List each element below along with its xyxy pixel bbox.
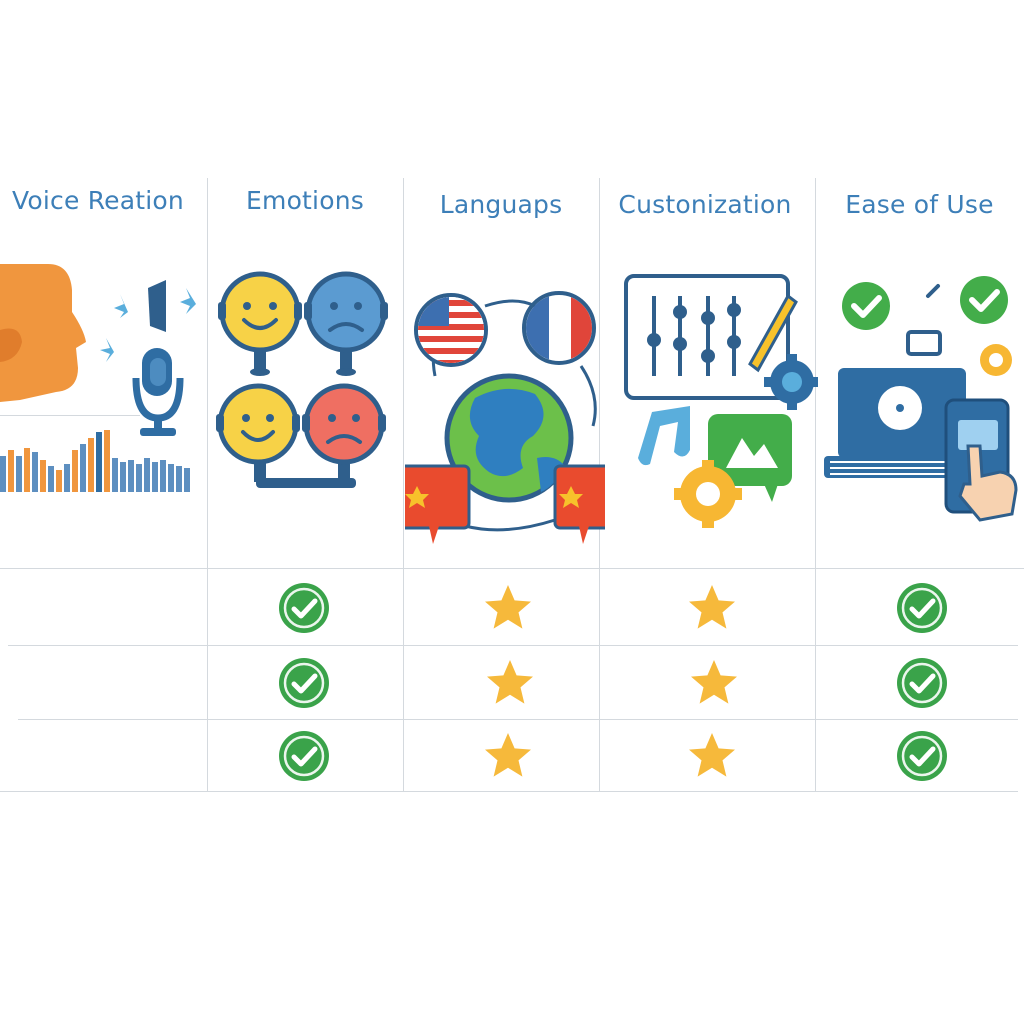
star-icon (482, 582, 534, 634)
globe-icon (444, 373, 574, 503)
pencil-icon (748, 293, 798, 373)
check-icon (842, 282, 890, 330)
star-icon (482, 730, 534, 782)
column-divider (815, 178, 816, 792)
check-icon (896, 730, 948, 782)
france-flag-icon (522, 291, 596, 365)
gear-icon (764, 354, 818, 410)
gear-icon (674, 460, 742, 528)
sparkle-icon (100, 288, 196, 362)
happy-face-icon (216, 383, 300, 482)
star-icon (484, 657, 536, 709)
happy-face-icon (218, 271, 302, 376)
star-icon (686, 730, 738, 782)
slider-controls-icon (647, 296, 741, 376)
sad-face-icon (302, 383, 386, 482)
customization-sliders-illustration (604, 272, 818, 532)
column-divider (403, 178, 404, 792)
row-divider (0, 791, 1018, 792)
column-divider (207, 178, 208, 792)
ease-of-use-device-illustration (820, 270, 1024, 530)
star-icon (686, 582, 738, 634)
audio-waveform-icon (0, 430, 190, 492)
gear-icon (980, 344, 1012, 376)
column-header-languages: Languaps (439, 189, 563, 219)
check-icon (960, 276, 1008, 324)
star-icon (688, 657, 740, 709)
languages-globe-illustration (405, 286, 605, 548)
music-note-icon (638, 406, 690, 466)
column-header-customization: Custonization (618, 189, 792, 219)
row-divider (8, 645, 1018, 646)
emotion-faces-illustration (210, 262, 400, 502)
check-icon (278, 657, 330, 709)
chat-bubble-icon (405, 464, 471, 544)
check-icon (278, 730, 330, 782)
column-header-voice: Voice Reation (12, 185, 184, 215)
chat-bubble-icon (553, 464, 605, 544)
column-header-ease-of-use: Ease of Use (845, 189, 994, 219)
us-flag-icon (414, 293, 488, 367)
column-header-emotions: Emotions (246, 185, 364, 215)
row-divider (0, 415, 140, 416)
pointing-hand-icon (958, 444, 1018, 522)
image-bubble-icon (708, 414, 792, 502)
check-icon (896, 582, 948, 634)
voice-recording-illustration (0, 250, 205, 500)
row-divider (0, 568, 1024, 569)
sad-face-icon (304, 271, 388, 376)
check-icon (278, 582, 330, 634)
row-divider (18, 719, 1018, 720)
microphone-icon (132, 348, 184, 436)
check-icon (896, 657, 948, 709)
